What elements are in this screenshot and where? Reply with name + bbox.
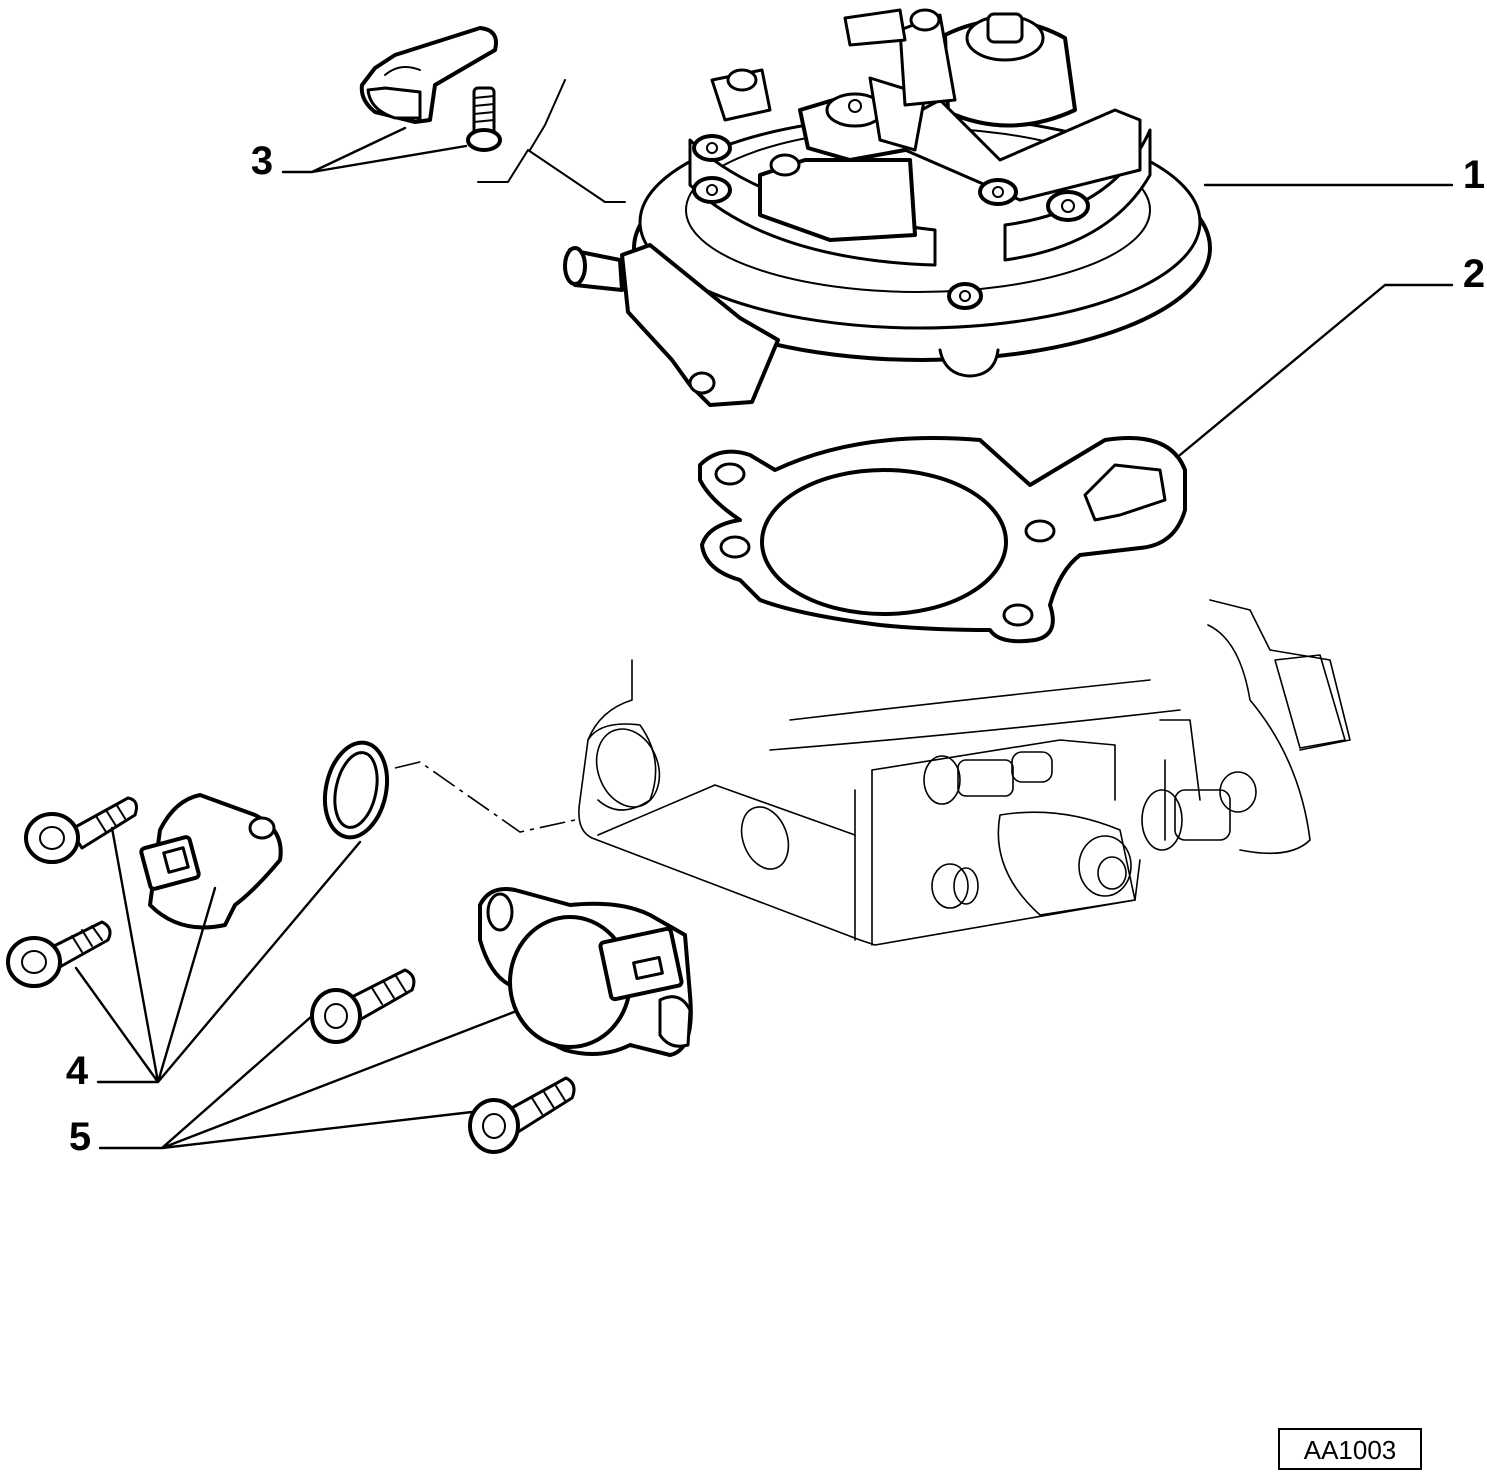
screw-part-5-b xyxy=(468,1076,576,1154)
screw-part-3 xyxy=(466,86,502,152)
reference-code: AA1003 xyxy=(1304,1435,1397,1465)
screw-part-4-b xyxy=(6,920,112,988)
leader-lines xyxy=(74,79,1454,1150)
injector-unit xyxy=(563,8,1212,407)
callout-3: 3 xyxy=(251,139,273,183)
reference-code-box: AA1003 xyxy=(1278,1428,1422,1470)
callout-4: 4 xyxy=(66,1049,89,1093)
throttle-position-sensor xyxy=(478,887,693,1057)
screw-part-4-a xyxy=(24,796,138,864)
gasket xyxy=(698,436,1187,644)
callout-1: 1 xyxy=(1463,153,1485,197)
callout-2: 2 xyxy=(1463,252,1485,296)
throttle-body xyxy=(578,599,1351,946)
clip-bracket xyxy=(359,26,498,124)
o-ring xyxy=(323,740,389,840)
screw-part-5-a xyxy=(310,968,416,1044)
idle-actuator xyxy=(139,793,283,930)
callout-5: 5 xyxy=(69,1115,91,1159)
